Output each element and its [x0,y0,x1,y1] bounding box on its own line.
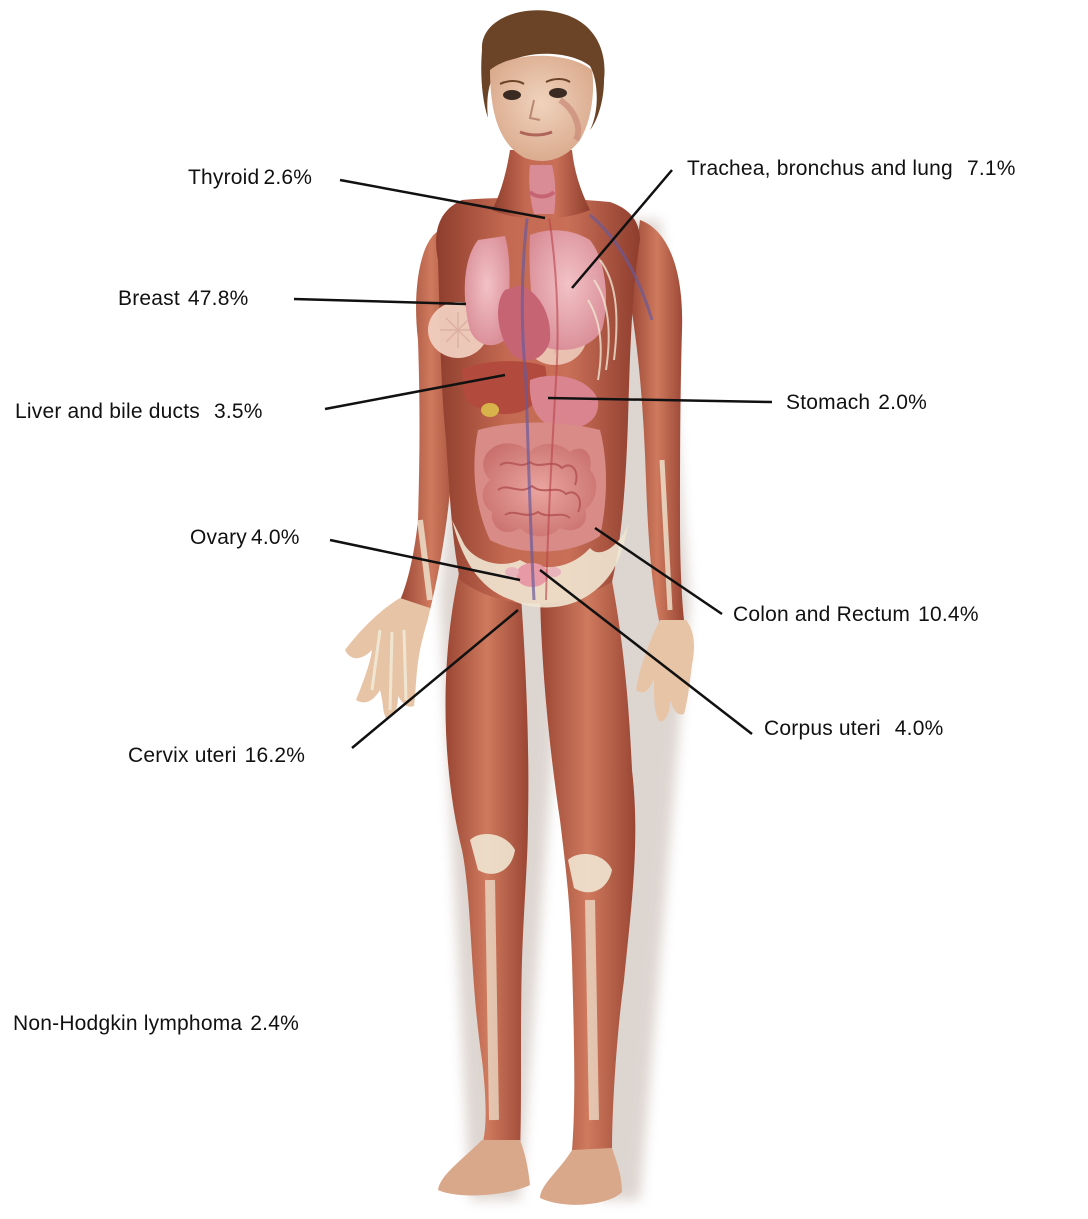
label-liver: Liver and bile ducts 3.5% [15,400,263,424]
label-trachea-name: Trachea, bronchus and lung [687,157,953,180]
label-cervix-percent: 16.2% [245,744,306,767]
label-stomach-percent: 2.0% [878,391,927,414]
label-thyroid-name: Thyroid [188,166,259,189]
label-breast-percent: 47.8% [188,287,249,310]
head [481,10,604,161]
torso [428,198,652,608]
label-colon-name: Colon and Rectum [733,603,910,626]
label-nhl: Non-Hodgkin lymphoma 2.4% [13,1012,299,1036]
label-trachea: Trachea, bronchus and lung 7.1% [687,157,1016,181]
label-cervix: Cervix uteri 16.2% [128,744,305,768]
label-liver-percent: 3.5% [214,400,263,423]
label-colon: Colon and Rectum 10.4% [733,603,979,627]
label-breast: Breast 47.8% [118,287,248,311]
label-stomach: Stomach 2.0% [786,391,927,415]
label-nhl-percent: 2.4% [250,1012,299,1035]
label-corpus-name: Corpus uteri [764,717,881,740]
label-ovary-name: Ovary [190,526,247,549]
label-stomach-name: Stomach [786,391,870,414]
label-liver-name: Liver and bile ducts [15,400,200,423]
label-trachea-percent: 7.1% [967,157,1016,180]
label-colon-percent: 10.4% [918,603,979,626]
label-cervix-name: Cervix uteri [128,744,237,767]
label-thyroid-percent: 2.6% [263,166,312,189]
label-corpus-percent: 4.0% [895,717,944,740]
label-corpus: Corpus uteri 4.0% [764,717,943,741]
label-breast-name: Breast [118,287,180,310]
label-ovary-percent: 4.0% [251,526,300,549]
label-nhl-name: Non-Hodgkin lymphoma [13,1012,242,1035]
